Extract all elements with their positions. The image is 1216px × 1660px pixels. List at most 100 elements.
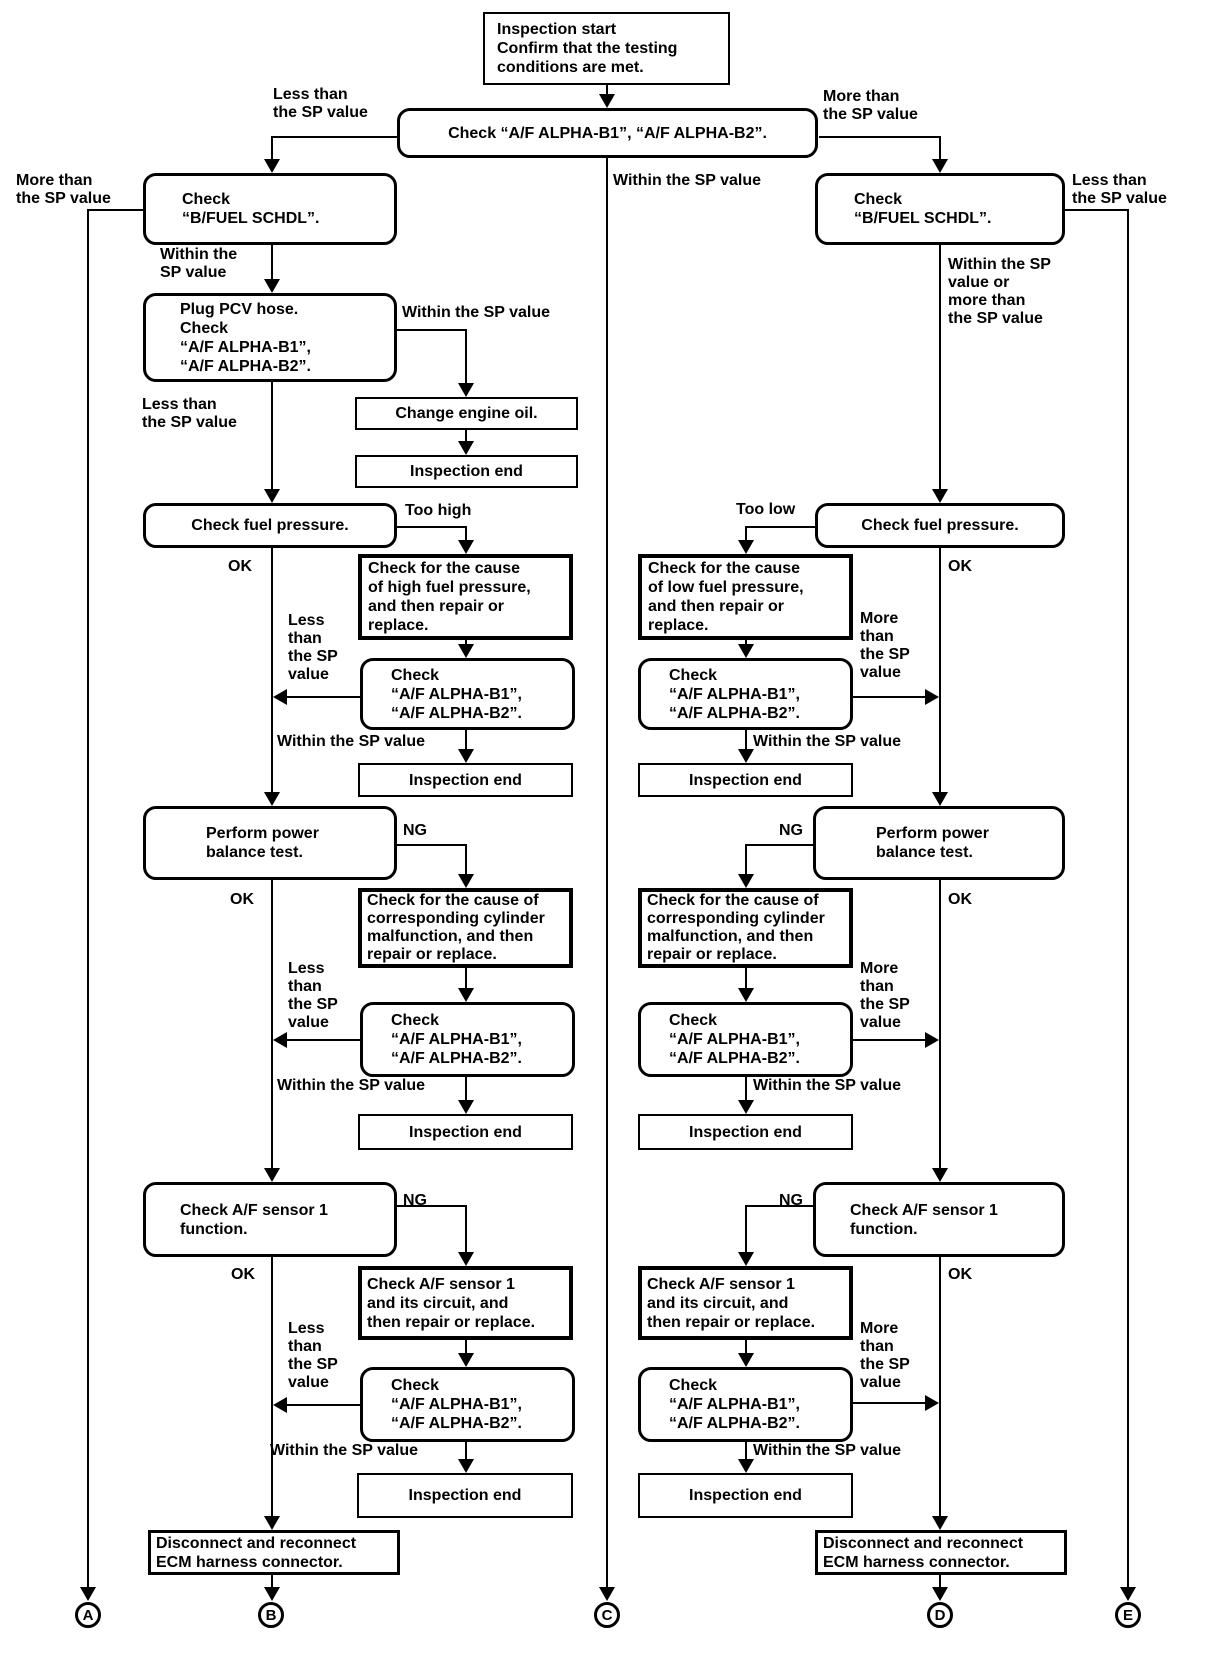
terminal-circle-e: E: [1115, 1602, 1141, 1628]
edge-label-ok-r2: OK: [948, 891, 972, 908]
edge-label-within-center: Within the SP value: [613, 172, 762, 189]
flow-line: [853, 1402, 926, 1404]
edge-label-less-top-left: Less than the SP value: [273, 86, 368, 121]
flow-line: [397, 329, 466, 331]
flow-line: [745, 1442, 747, 1461]
flow-line: [745, 526, 747, 542]
edge-label-less-l2: Less than the SP value: [288, 960, 338, 1031]
flow-line: [465, 1205, 467, 1254]
arrowhead-left-icon: [273, 1397, 287, 1413]
arrowhead-down-icon: [458, 1100, 474, 1114]
edge-label-within-left: Within the SP value: [160, 246, 238, 281]
flow-line: [745, 844, 747, 876]
flow-line: [271, 548, 273, 794]
flow-line: [465, 1340, 467, 1355]
arrowhead-down-icon: [264, 1168, 280, 1182]
edge-label-within-r4: Within the SP value: [753, 1442, 902, 1459]
edge-label-within-l2: Within the SP value: [277, 733, 426, 750]
edge-label-more-r1: More than the SP value: [860, 610, 910, 681]
flow-line: [286, 1404, 361, 1406]
flow-line: [271, 245, 273, 281]
node-inspection-end-r4: Inspection end: [638, 1473, 853, 1518]
arrowhead-down-icon: [738, 1252, 754, 1266]
arrowhead-down-icon: [264, 792, 280, 806]
node-inspection-start: Inspection start Confirm that the testin…: [483, 12, 730, 85]
edge-label-less-l1: Less than the SP value: [288, 612, 338, 683]
flow-line: [465, 329, 467, 385]
node-check-af-alpha-top: Check “A/F ALPHA-B1”, “A/F ALPHA-B2”.: [397, 108, 818, 158]
edge-label-within-or-more: Within the SP value or more than the SP …: [948, 256, 1051, 327]
flow-line: [853, 1039, 926, 1041]
edge-label-less-l3: Less than the SP value: [288, 1320, 338, 1391]
arrowhead-down-icon: [932, 1516, 948, 1530]
flow-line: [939, 1575, 941, 1590]
arrowhead-down-icon: [458, 1353, 474, 1367]
arrowhead-down-icon: [738, 874, 754, 888]
flow-line: [746, 844, 814, 846]
arrowhead-right-icon: [925, 1395, 939, 1411]
arrowhead-down-icon: [738, 988, 754, 1002]
arrowhead-down-icon: [738, 540, 754, 554]
node-check-af-sensor-right: Check A/F sensor 1 function.: [813, 1182, 1065, 1257]
flow-line: [745, 968, 747, 990]
edge-label-ok-l2: OK: [230, 891, 254, 908]
node-cylinder-malfunction-left: Check for the cause of corresponding cyl…: [358, 888, 573, 968]
flow-line: [1127, 209, 1129, 1590]
arrowhead-down-icon: [738, 1353, 754, 1367]
flow-line: [939, 1257, 941, 1518]
node-check-af-alpha-r4: Check “A/F ALPHA-B1”, “A/F ALPHA-B2”.: [638, 1367, 853, 1442]
arrowhead-down-icon: [738, 1100, 754, 1114]
flow-line: [939, 136, 941, 162]
terminal-circle-b: B: [258, 1602, 284, 1628]
node-check-af-alpha-l2: Check “A/F ALPHA-B1”, “A/F ALPHA-B2”.: [360, 658, 575, 730]
terminal-circle-a: A: [75, 1602, 101, 1628]
terminal-circle-c: C: [594, 1602, 620, 1628]
node-disconnect-ecm-right: Disconnect and reconnect ECM harness con…: [815, 1530, 1067, 1575]
edge-label-within-r2: Within the SP value: [753, 733, 902, 750]
arrowhead-down-icon: [932, 1587, 948, 1601]
arrowhead-down-icon: [458, 988, 474, 1002]
edge-label-ok-r3: OK: [948, 1266, 972, 1283]
node-cylinder-malfunction-right: Check for the cause of corresponding cyl…: [638, 888, 853, 968]
edge-label-ng-r1: NG: [779, 822, 803, 839]
flow-line: [271, 880, 273, 1170]
node-power-balance-left: Perform power balance test.: [143, 806, 397, 880]
node-inspection-end-1: Inspection end: [355, 455, 578, 488]
arrowhead-down-icon: [738, 644, 754, 658]
flow-line: [606, 158, 608, 1590]
node-inspection-end-l3: Inspection end: [358, 1114, 573, 1150]
arrowhead-left-icon: [273, 689, 287, 705]
flow-line: [745, 640, 747, 646]
arrowhead-down-icon: [264, 159, 280, 173]
edge-label-ng-l1: NG: [403, 822, 427, 839]
arrowhead-down-icon: [458, 644, 474, 658]
arrowhead-down-icon: [458, 1252, 474, 1266]
flow-line: [819, 136, 940, 138]
node-sensor-circuit-right: Check A/F sensor 1 and its circuit, and …: [638, 1266, 853, 1340]
arrowhead-down-icon: [932, 489, 948, 503]
edge-label-ng-l2: NG: [403, 1192, 427, 1209]
arrowhead-down-icon: [599, 94, 615, 108]
flow-line: [853, 696, 926, 698]
node-cause-low-fuel-pressure: Check for the cause of low fuel pressure…: [638, 554, 853, 640]
flow-line: [1065, 209, 1128, 211]
edge-label-too-low: Too low: [736, 501, 796, 518]
node-check-af-sensor-left: Check A/F sensor 1 function.: [143, 1182, 397, 1257]
flow-line: [271, 1257, 273, 1518]
edge-label-less-far-right: Less than the SP value: [1072, 172, 1167, 207]
edge-label-less-pcv: Less than the SP value: [142, 396, 237, 431]
arrowhead-down-icon: [1120, 1587, 1136, 1601]
node-inspection-end-l2: Inspection end: [358, 763, 573, 797]
terminal-circle-d: D: [927, 1602, 953, 1628]
edge-label-ok-l1: OK: [228, 558, 252, 575]
node-check-bfuel-right: Check “B/FUEL SCHDL”.: [815, 173, 1065, 245]
arrowhead-down-icon: [458, 383, 474, 397]
edge-label-within-l4: Within the SP value: [270, 1442, 419, 1459]
arrowhead-down-icon: [264, 1516, 280, 1530]
flow-line: [397, 844, 466, 846]
node-check-af-alpha-l4: Check “A/F ALPHA-B1”, “A/F ALPHA-B2”.: [360, 1367, 575, 1442]
arrowhead-down-icon: [458, 749, 474, 763]
arrowhead-down-icon: [932, 1168, 948, 1182]
node-power-balance-right: Perform power balance test.: [813, 806, 1065, 880]
edge-label-ng-r2: NG: [779, 1192, 803, 1209]
